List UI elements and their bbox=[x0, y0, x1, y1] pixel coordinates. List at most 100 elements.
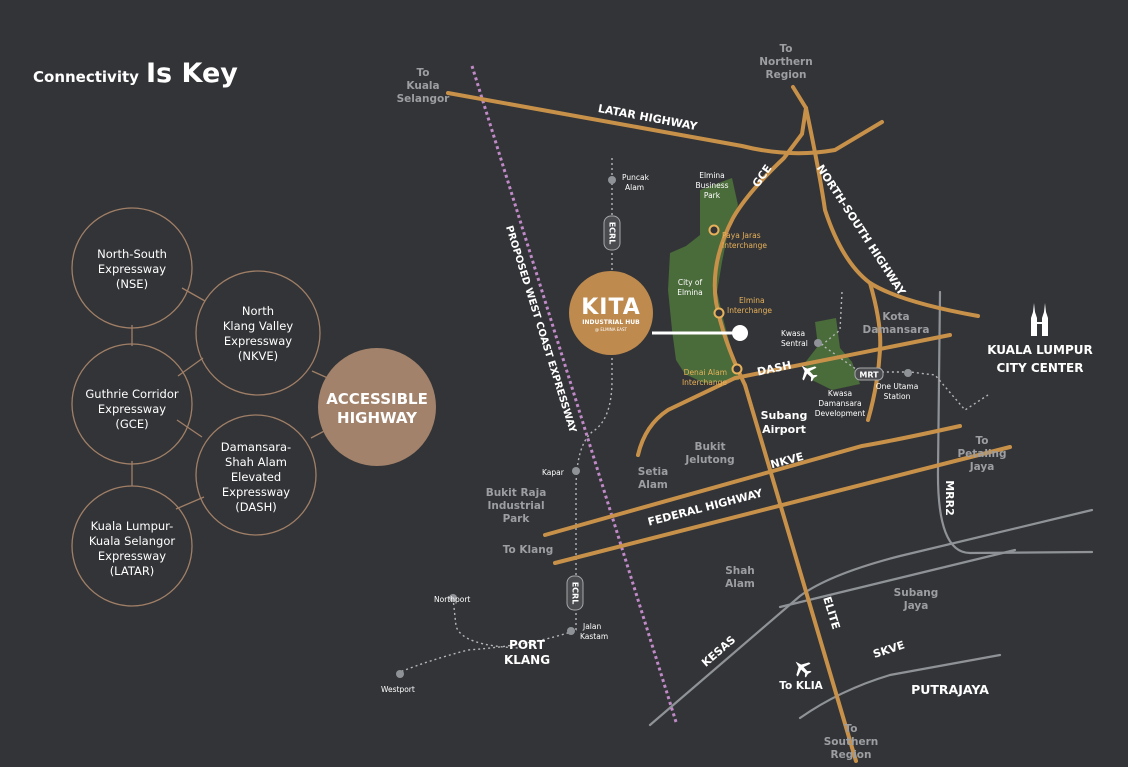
gce-elite-highway bbox=[712, 85, 858, 763]
denai-alam-line2: Interchange bbox=[682, 378, 727, 387]
setia-alam: Setia Alam bbox=[638, 466, 668, 491]
federal-highway bbox=[553, 445, 1012, 565]
subang-jaya: Subang Jaya bbox=[894, 587, 939, 612]
southern-region-line1: To bbox=[845, 723, 858, 735]
one-utama-line2: Station bbox=[884, 392, 911, 401]
kesas-label: KESAS bbox=[699, 633, 738, 669]
jalan-kastam-line1: Jalan bbox=[582, 622, 601, 631]
city-of-elmina: City of Elmina bbox=[677, 278, 703, 297]
connector-line bbox=[176, 419, 203, 438]
map: ECRL ECRL MRT KITA INDUSTRIAL HUB @ ELMI… bbox=[381, 43, 1094, 763]
kwasa-sentral-marker bbox=[814, 339, 822, 347]
bukit-raja: Bukit Raja Industrial Park bbox=[486, 487, 547, 525]
southern-region-line2: Southern bbox=[824, 736, 879, 748]
mrr2-label: MRR2 bbox=[943, 480, 956, 516]
kita-hub-badge: KITA INDUSTRIAL HUB @ ELMINA EAST bbox=[569, 271, 653, 355]
nkve-line3: Expressway bbox=[224, 334, 292, 348]
denai-alam-marker bbox=[731, 363, 743, 375]
ecrl-rail bbox=[399, 158, 613, 673]
connector-line bbox=[175, 496, 205, 510]
jalan-kastam: Jalan Kastam bbox=[580, 622, 608, 641]
nkve-line1: North bbox=[242, 304, 274, 318]
nse-line2: Expressway bbox=[98, 262, 166, 276]
westport-label: Westport bbox=[381, 685, 415, 694]
mrt-rail bbox=[820, 291, 989, 411]
nse-line1: North-South bbox=[97, 247, 167, 261]
dash-line2: Shah Alam bbox=[225, 455, 287, 469]
kota-damansara: Kota Damansara bbox=[863, 311, 930, 336]
dash-highway bbox=[636, 333, 952, 457]
nkve-line4: (NKVE) bbox=[238, 349, 278, 363]
kl-city-center-line2: CITY CENTER bbox=[997, 361, 1084, 375]
direction-labels: To Kuala Selangor To Northern Region To … bbox=[397, 43, 1007, 761]
west-coast-expressway bbox=[470, 65, 678, 723]
skve-road bbox=[798, 653, 1002, 720]
kapar-label: Kapar bbox=[542, 468, 565, 477]
north-south-highway bbox=[804, 106, 980, 318]
to-petaling-jaya: To Petaling Jaya bbox=[957, 435, 1006, 473]
kwasa-damansara-development: Kwasa Damansara Development bbox=[815, 389, 866, 418]
kapar-marker bbox=[572, 467, 580, 475]
northport-marker bbox=[449, 594, 457, 602]
elmina-business-park-line2: Business bbox=[695, 181, 728, 190]
one-utama-station: One Utama Station bbox=[876, 382, 919, 401]
bukit-jelutong-line1: Bukit bbox=[694, 441, 725, 453]
shah-alam: Shah Alam bbox=[725, 565, 755, 590]
place-labels: Bukit Jelutong Setia Alam Bukit Raja Ind… bbox=[486, 311, 939, 612]
interchange-markers bbox=[708, 224, 743, 375]
interchange-labels: Paya Jaras Interchange Elmina Interchang… bbox=[682, 231, 772, 387]
kita-logo: KITA bbox=[581, 295, 641, 320]
nse-label: North-South Expressway (NSE) bbox=[97, 247, 167, 291]
northern-region-line3: Region bbox=[765, 69, 806, 81]
to-northern-region: To Northern Region bbox=[759, 43, 812, 81]
skve-label: SKVE bbox=[871, 638, 906, 660]
north-south-highway-label: NORTH-SOUTH HIGHWAY bbox=[814, 162, 909, 298]
gce-label: GCE bbox=[750, 162, 775, 190]
kota-damansara-line2: Damansara bbox=[863, 324, 930, 336]
one-utama-marker bbox=[904, 369, 912, 377]
dash-line4: Expressway bbox=[222, 485, 290, 499]
nkve-line2: Klang Valley bbox=[223, 319, 294, 333]
nkve-highway bbox=[543, 424, 962, 537]
port-klang-line1: PORT bbox=[509, 638, 546, 652]
to-southern-region: To Southern Region bbox=[824, 723, 879, 761]
kita-sub2: @ ELMINA EAST bbox=[595, 327, 627, 332]
kita-sub1: INDUSTRIAL HUB bbox=[582, 319, 640, 326]
setia-alam-line1: Setia bbox=[638, 466, 668, 478]
accessible-highway-label: ACCESSIBLE HIGHWAY bbox=[326, 390, 428, 427]
elmina-interchange-marker bbox=[713, 307, 725, 319]
putrajaya-label: PUTRAJAYA bbox=[911, 682, 989, 697]
denai-alam-interchange: Denai Alam Interchange bbox=[682, 368, 727, 387]
to-klia-label: To KLIA bbox=[779, 680, 823, 692]
minor-roads bbox=[648, 290, 1094, 727]
northern-region-line1: To bbox=[780, 43, 793, 55]
center-label-line1: ACCESSIBLE bbox=[326, 390, 428, 408]
subang-airport-line2: Airport bbox=[762, 423, 806, 436]
subang-jaya-line1: Subang bbox=[894, 587, 939, 599]
paya-jaras-line1: Paya Jaras bbox=[722, 231, 761, 240]
elmina-interchange-line1: Elmina bbox=[739, 296, 765, 305]
ecrl-badge-north: ECRL bbox=[603, 215, 621, 251]
elmina-interchange: Elmina Interchange bbox=[727, 296, 772, 315]
kl-city-center-line1: KUALA LUMPUR bbox=[987, 343, 1093, 357]
kuala-selangor-line3: Selangor bbox=[397, 93, 451, 105]
bukit-jelutong: Bukit Jelutong bbox=[684, 441, 734, 466]
dash-label: Damansara- Shah Alam Elevated Expressway… bbox=[221, 440, 291, 514]
latar-line3: Expressway bbox=[98, 549, 166, 563]
subang-airport-line1: Subang bbox=[761, 409, 808, 422]
subang-airport: Subang Airport bbox=[761, 409, 808, 436]
ecrl-badge-south: ECRL bbox=[566, 575, 584, 611]
elite-label: ELITE bbox=[820, 595, 842, 631]
bukit-raja-line3: Park bbox=[503, 513, 531, 525]
elmina-interchange-line2: Interchange bbox=[727, 306, 772, 315]
bukit-raja-line1: Bukit Raja bbox=[486, 487, 547, 499]
page-title: Connectivity Is Key bbox=[33, 58, 238, 89]
latar-line1: Kuala Lumpur- bbox=[91, 519, 174, 533]
major-place-labels: Subang Airport PORT KLANG PUTRAJAYA To K… bbox=[504, 343, 1093, 697]
puncak-alam-line2: Alam bbox=[625, 183, 644, 192]
bukit-raja-line2: Industrial bbox=[487, 500, 544, 512]
northport-label: Northport bbox=[434, 595, 470, 604]
to-klang: To Klang bbox=[503, 544, 553, 556]
